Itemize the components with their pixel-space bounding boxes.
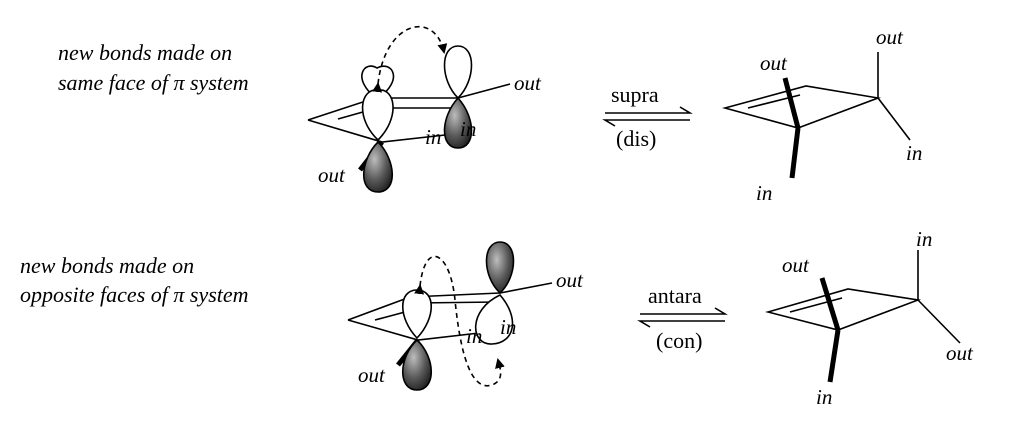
dashed-arrow-same-face bbox=[372, 25, 448, 93]
arrow-label-top: supra bbox=[611, 82, 659, 107]
label-in: in bbox=[756, 181, 772, 205]
label-in: in bbox=[916, 227, 932, 251]
p-lobe-right-upper-shaded bbox=[485, 241, 515, 295]
ring-outline bbox=[764, 288, 922, 331]
p-lobe-left-upper bbox=[361, 89, 394, 142]
p-lobe-right-upper bbox=[443, 45, 473, 100]
reactant-antara: out in in out bbox=[347, 241, 584, 391]
arrow-label-top: antara bbox=[648, 283, 702, 308]
ring-double-bond bbox=[789, 297, 843, 313]
equilibrium-arrow-supra: supra (dis) bbox=[602, 82, 693, 151]
label-out: out bbox=[782, 253, 810, 277]
label-out: out bbox=[318, 163, 346, 187]
label-in: in bbox=[906, 141, 922, 165]
arrow-label-bottom: (dis) bbox=[616, 126, 656, 151]
product-supra: out out in in bbox=[721, 25, 922, 205]
caption-line-2: same face of π system bbox=[58, 70, 249, 95]
forward-arrow bbox=[605, 106, 693, 114]
label-out: out bbox=[556, 268, 584, 292]
label-out: out bbox=[876, 25, 904, 49]
arrow-label-bottom: (con) bbox=[656, 328, 702, 353]
p-lobe-left-lower-shaded bbox=[402, 338, 432, 391]
bond-out-right bbox=[917, 299, 961, 344]
caption-line-2: opposite faces of π system bbox=[20, 282, 249, 307]
caption-line-1: new bonds made on bbox=[58, 40, 232, 65]
bond-in-bottom bbox=[827, 329, 841, 383]
bond-out-top-left bbox=[819, 277, 841, 331]
caption-line-1: new bonds made on bbox=[20, 253, 194, 278]
label-out: out bbox=[514, 71, 542, 95]
label-in: in bbox=[460, 117, 476, 141]
label-in: in bbox=[466, 324, 482, 348]
p-lobe-left-lower-shaded bbox=[363, 140, 393, 193]
row-antara: new bonds made on opposite faces of π sy… bbox=[20, 227, 974, 409]
label-in: in bbox=[425, 125, 441, 149]
bond-out-top-left bbox=[782, 77, 801, 129]
reactant-supra: out in in out bbox=[307, 25, 542, 193]
out-bond-right bbox=[457, 83, 511, 99]
label-out: out bbox=[358, 363, 386, 387]
bond-in-right bbox=[877, 97, 911, 141]
forward-arrow bbox=[640, 307, 728, 315]
p-lobe-right-lower-shaded bbox=[443, 96, 473, 149]
label-in: in bbox=[816, 385, 832, 409]
dashed-arrow-opposite-faces bbox=[414, 255, 505, 387]
reverse-arrow bbox=[602, 119, 690, 127]
inner-bond-line bbox=[374, 311, 406, 321]
bond-in-bottom bbox=[789, 127, 801, 179]
reverse-arrow bbox=[637, 320, 725, 328]
label-out: out bbox=[946, 341, 974, 365]
ring-outline bbox=[721, 85, 882, 129]
label-out: out bbox=[760, 51, 788, 75]
label-in: in bbox=[500, 315, 516, 339]
out-bond-right bbox=[499, 282, 553, 294]
equilibrium-arrow-antara: antara (con) bbox=[637, 283, 728, 353]
row-supra: new bonds made on same face of π system … bbox=[58, 25, 922, 205]
p-lobe-left-upper bbox=[402, 289, 432, 340]
product-antara: out in out in bbox=[764, 227, 974, 409]
